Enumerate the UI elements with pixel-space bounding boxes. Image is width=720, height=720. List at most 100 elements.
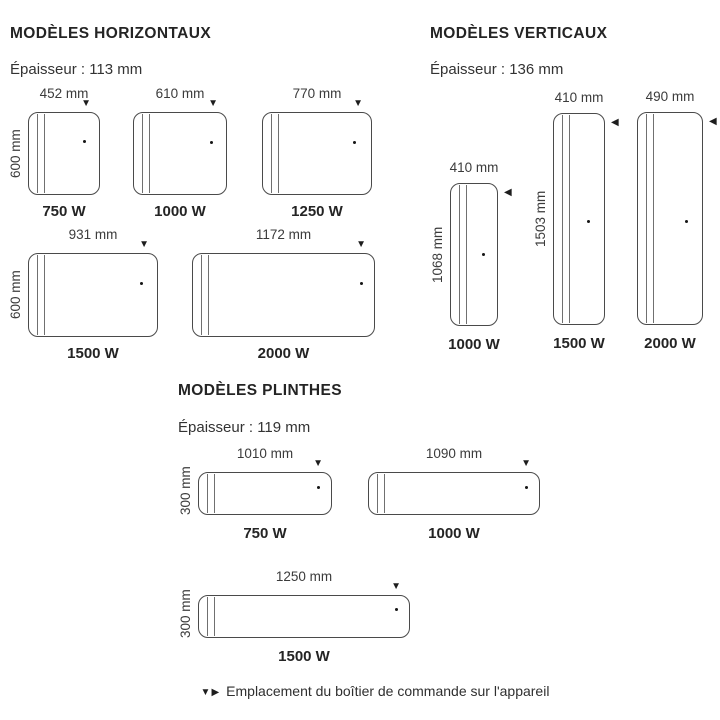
width-dimension-label: 1090 mm (425, 445, 483, 461)
horizontal-model-1500w: 931 mm ▼ 600 mm 1500 W (8, 227, 158, 361)
width-dimension-label: 770 mm (292, 85, 342, 101)
panel-edge-line (653, 114, 654, 323)
horizontal-model-1000w: 610 mm ▼ 1000 W (133, 86, 227, 219)
control-box-down-arrow-icon: ▼ (81, 98, 91, 109)
panel-edge-line (214, 474, 215, 513)
height-dimension-label: 1068 mm (430, 226, 445, 283)
height-dimension-label: 600 mm (8, 129, 23, 178)
power-label: 2000 W (644, 335, 696, 352)
right-arrow-icon: ▶ (211, 687, 220, 698)
control-box-down-arrow-icon: ▼ (353, 98, 363, 109)
device-outline (262, 112, 372, 195)
vertical-model-1500w: 410 mm ◀ 1503 mm 1500 W (533, 90, 619, 351)
panel-edge-line (646, 114, 647, 323)
panel-edge-line (44, 114, 45, 193)
panel-edge-line (44, 255, 45, 335)
section-title-horizontaux: MODÈLES HORIZONTAUX (10, 25, 212, 42)
panel-edge-line (207, 474, 208, 513)
width-dimension-label: 490 mm (645, 88, 695, 104)
control-box-dot-icon (140, 282, 143, 285)
device-outline (198, 472, 332, 515)
power-label: 1000 W (448, 336, 500, 353)
panel-edge-line (271, 114, 272, 193)
width-dimension-label: 610 mm (155, 85, 205, 101)
horizontal-model-1250w: 770 mm ▼ 1250 W (262, 86, 372, 219)
panel-edge-line (466, 185, 467, 324)
thickness-label-horizontaux: Épaisseur : 113 mm (10, 61, 143, 78)
thickness-label-verticaux: Épaisseur : 136 mm (430, 61, 564, 78)
plinthe-model-1000w: 1090 mm ▼ 1000 W (368, 446, 540, 541)
panel-edge-line (384, 474, 385, 513)
section-title-verticaux: MODÈLES VERTICAUX (430, 25, 608, 42)
control-box-dot-icon (482, 253, 485, 256)
device-outline (133, 112, 227, 195)
power-label: 1000 W (154, 203, 206, 220)
width-dimension-label: 1250 mm (275, 568, 333, 584)
control-box-left-arrow-icon: ◀ (611, 117, 619, 128)
horizontal-model-2000w: 1172 mm ▼ 2000 W (192, 227, 375, 361)
control-box-left-arrow-icon: ◀ (709, 116, 717, 127)
panel-edge-line (207, 597, 208, 636)
panel-edge-line (278, 114, 279, 193)
device-outline (28, 253, 158, 337)
panel-edge-line (569, 115, 570, 323)
control-box-down-arrow-icon: ▼ (139, 239, 149, 250)
panel-edge-line (142, 114, 143, 193)
control-box-down-arrow-icon: ▼ (313, 458, 323, 469)
panel-edge-line (201, 255, 202, 335)
control-box-down-arrow-icon: ▼ (521, 458, 531, 469)
device-outline (637, 112, 703, 325)
control-box-down-arrow-icon: ▼ (356, 239, 366, 250)
height-dimension-label: 600 mm (8, 270, 23, 320)
device-outline (368, 472, 540, 515)
control-box-dot-icon (360, 282, 363, 285)
plinthe-model-750w: 1010 mm ▼ 300 mm 750 W (178, 446, 332, 541)
power-label: 1500 W (67, 345, 119, 362)
horizontal-model-750w: 452 mm ▼ 600 mm 750 W (8, 86, 100, 219)
control-box-dot-icon (395, 608, 398, 611)
power-label: 750 W (42, 203, 86, 220)
panel-edge-line (149, 114, 150, 193)
vertical-model-2000w: 490 mm ◀ 2000 W (637, 89, 717, 351)
width-dimension-label: 931 mm (68, 226, 118, 242)
height-dimension-label: 300 mm (178, 589, 193, 638)
control-box-dot-icon (587, 220, 590, 223)
panel-edge-line (214, 597, 215, 636)
width-dimension-label: 410 mm (449, 159, 499, 175)
panel-edge-line (562, 115, 563, 323)
device-outline (192, 253, 375, 337)
legend-text: Emplacement du boîtier de commande sur l… (226, 683, 550, 699)
legend: ▼▶Emplacement du boîtier de commande sur… (201, 683, 550, 701)
control-box-dot-icon (525, 486, 528, 489)
device-outline (553, 113, 605, 325)
power-label: 1000 W (428, 525, 480, 542)
power-label: 1500 W (278, 648, 330, 665)
control-box-dot-icon (317, 486, 320, 489)
device-outline (198, 595, 410, 638)
width-dimension-label: 1172 mm (255, 226, 312, 242)
vertical-model-1000w: 410 mm ◀ 1068 mm 1000 W (430, 160, 512, 352)
power-label: 1250 W (291, 203, 343, 220)
panel-edge-line (377, 474, 378, 513)
power-label: 1500 W (553, 335, 605, 352)
panel-edge-line (459, 185, 460, 324)
thickness-label-plinthes: Épaisseur : 119 mm (178, 419, 311, 436)
control-box-dot-icon (353, 141, 356, 144)
control-box-dot-icon (83, 140, 86, 143)
plinthe-model-1500w: 1250 mm ▼ 300 mm 1500 W (178, 569, 410, 664)
control-box-dot-icon (685, 220, 688, 223)
power-label: 750 W (243, 525, 287, 542)
control-box-down-arrow-icon: ▼ (391, 581, 401, 592)
width-dimension-label: 452 mm (39, 85, 89, 101)
control-box-dot-icon (210, 141, 213, 144)
width-dimension-label: 1010 mm (236, 445, 294, 461)
height-dimension-label: 300 mm (178, 466, 193, 515)
control-box-left-arrow-icon: ◀ (504, 187, 512, 198)
power-label: 2000 W (257, 345, 310, 362)
device-outline (28, 112, 100, 195)
width-dimension-label: 410 mm (554, 89, 604, 105)
panel-edge-line (208, 255, 209, 335)
panel-edge-line (37, 114, 38, 193)
device-outline (450, 183, 498, 326)
